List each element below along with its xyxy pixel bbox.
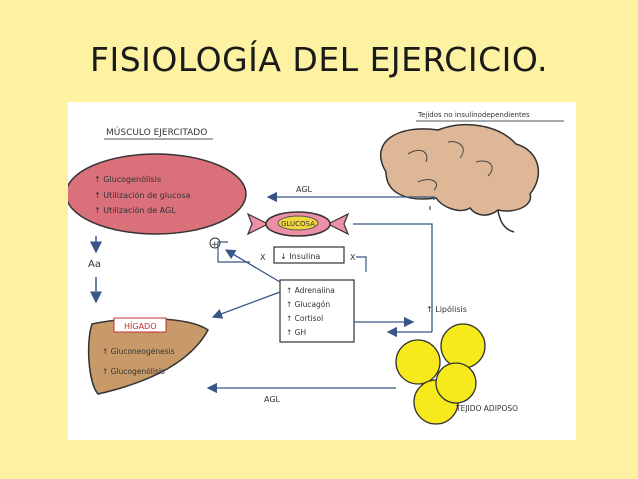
muscle-shape xyxy=(68,153,247,235)
glucose-candy: GLUCOSA xyxy=(246,211,350,237)
liver-item-2: ↑ Glucogenólisis xyxy=(102,367,165,376)
lipolysis-label: ↑ Lipólisis xyxy=(426,304,467,314)
fat-cell xyxy=(435,362,477,404)
insulin-box xyxy=(273,246,345,264)
brain-group: Tejidos no insulinodependientes xyxy=(379,111,564,233)
hormone-4: ↑ GH xyxy=(286,328,306,337)
liver-heading: HÍGADO xyxy=(124,320,157,331)
aa-label: Aa xyxy=(88,259,101,270)
muscle-group: MÚSCULO EJERCITADO ↑ Glucogenólisis ↑ Ut… xyxy=(68,126,247,235)
muscle-heading: MÚSCULO EJERCITADO xyxy=(106,126,207,138)
agl-top-arrow xyxy=(266,191,435,203)
physiology-diagram: MÚSCULO EJERCITADO ↑ Glucogenólisis ↑ Ut… xyxy=(68,102,576,440)
adipose-group: TEJIDO ADIPOSO xyxy=(395,323,518,425)
hormones-to-glucose-arrow xyxy=(224,249,281,283)
liver-group: HÍGADO ↑ Gluconeogénesis ↑ Glucogenólisi… xyxy=(87,317,209,395)
fat-cell xyxy=(440,323,486,369)
glucose-label: GLUCOSA xyxy=(281,220,315,228)
insulin-left-line xyxy=(217,241,250,263)
hormone-2: ↑ Glucagón xyxy=(286,300,330,309)
liver-item-1: ↑ Gluconeogénesis xyxy=(102,347,175,356)
diagram-canvas: MÚSCULO EJERCITADO ↑ Glucogenólisis ↑ Ut… xyxy=(68,111,564,425)
muscle-item-2: ↑ Utilización de glucosa xyxy=(94,190,191,200)
insulin-label: ↓ Insulina xyxy=(280,252,320,261)
x-left-label: X xyxy=(260,253,266,262)
muscle-item-1: ↑ Glucogenólisis xyxy=(94,174,161,184)
fat-cell xyxy=(395,339,441,385)
hormone-1: ↑ Adrenalina xyxy=(286,286,335,295)
agl-bottom-label: AGL xyxy=(264,395,281,404)
glucose-right-line xyxy=(353,223,433,332)
hormones-box xyxy=(279,279,355,343)
hormone-3: ↑ Cortisol xyxy=(286,314,323,323)
x-right-label: X xyxy=(350,253,356,262)
plus-sign: + xyxy=(211,240,219,250)
adipose-label: TEJIDO ADIPOSO xyxy=(455,404,518,413)
hormones-to-liver-arrow xyxy=(211,291,281,319)
muscle-item-3: ↑ Utilización de AGL xyxy=(94,205,176,215)
agl-top-label: AGL xyxy=(296,185,313,194)
brain-label: Tejidos no insulinodependientes xyxy=(417,111,530,119)
slide-title: FISIOLOGÍA DEL EJERCICIO. xyxy=(90,40,548,79)
brain-shape xyxy=(379,124,540,216)
